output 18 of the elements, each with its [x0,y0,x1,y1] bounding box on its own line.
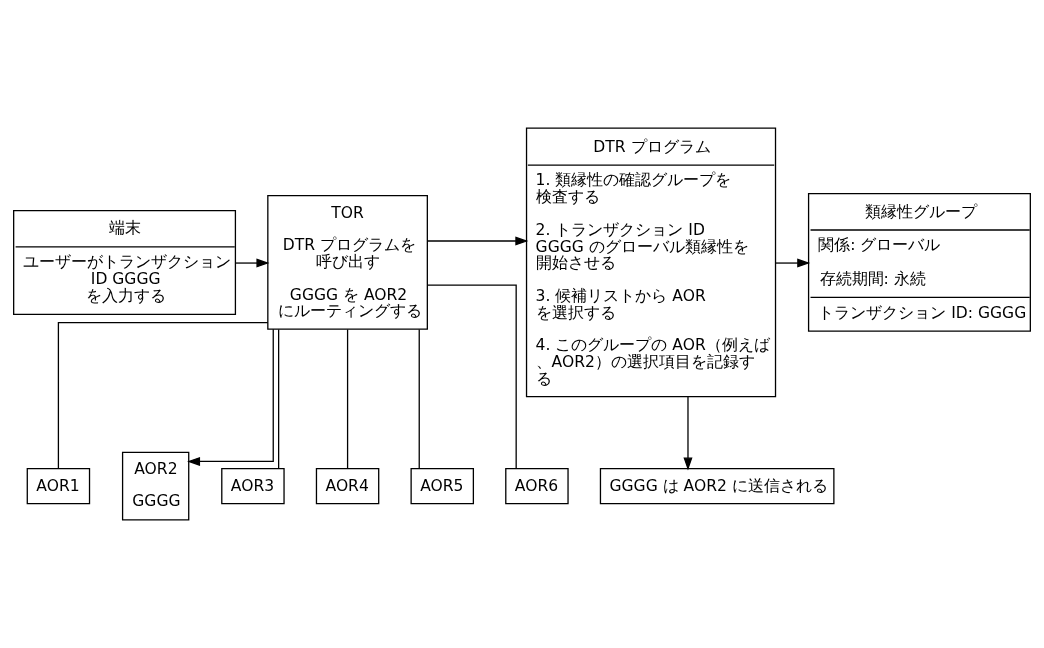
node-box: AOR5 [410,467,474,505]
arrow [683,396,693,471]
node-box: GGGG は AOR2 に送信される [599,467,835,505]
arrow [235,258,270,268]
node-box: AOR2 GGGG [121,451,190,521]
node-box: AOR1 [26,467,91,505]
connector [418,328,420,469]
node-box: AOR6 [505,467,569,505]
arrow [427,236,529,246]
connector [278,328,280,469]
connector [346,328,349,469]
connector [57,322,269,469]
node-box: AOR4 [315,467,380,505]
arrow [187,328,274,466]
arrow [775,258,811,268]
node-box: TOR DTR プログラムを呼び出す GGGG を AOR2 にルーティングする [267,194,428,330]
connector [426,284,517,469]
node-box: AOR3 [221,467,285,505]
